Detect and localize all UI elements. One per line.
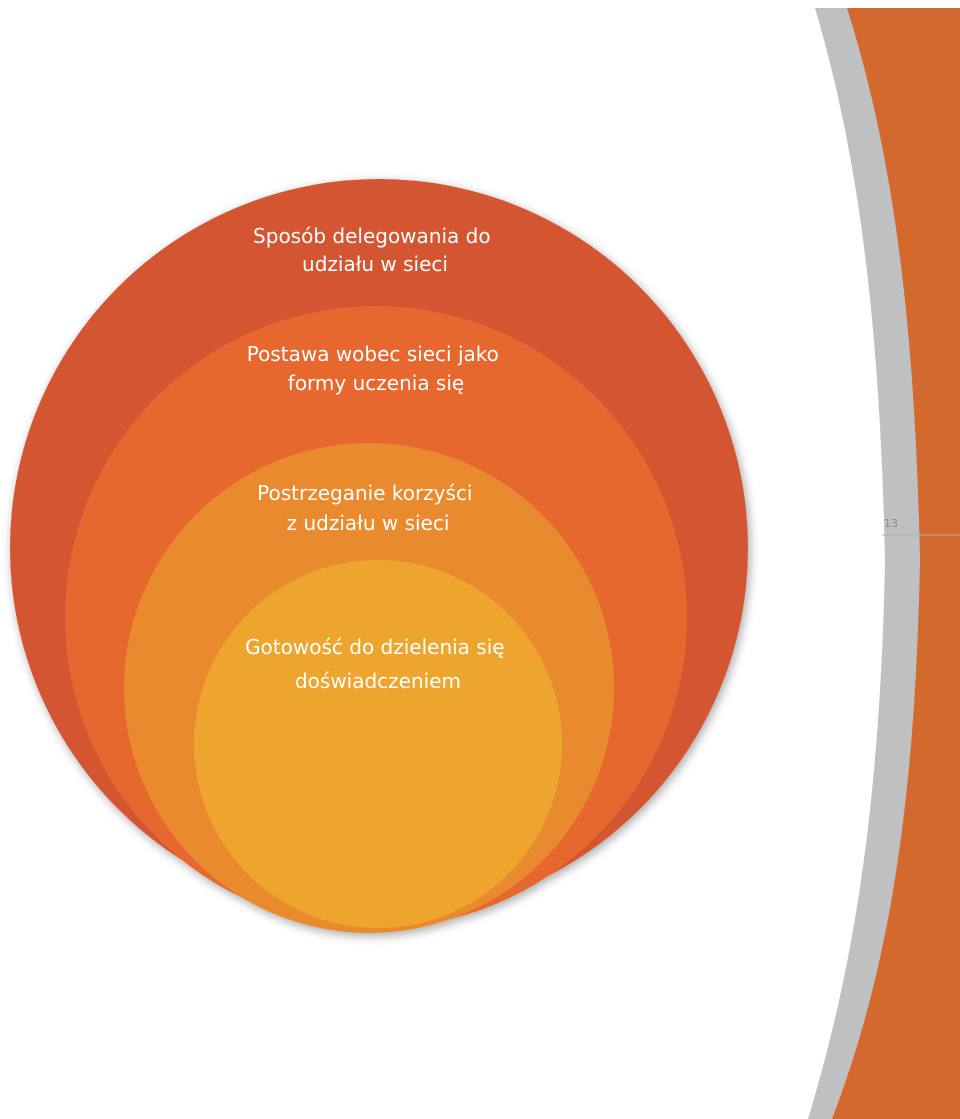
decorative-orange-band (832, 8, 960, 1119)
circle-level-2-label-line-2: formy uczenia się (288, 371, 464, 395)
circle-level-3-label-line-1: Postrzeganie korzyści (257, 481, 472, 505)
circle-level-2-label-line-1: Postawa wobec sieci jako (247, 342, 499, 366)
circle-level-1-label: Sposób delegowania do udziału w sieci (253, 224, 497, 276)
page-number: 13 (884, 517, 898, 530)
circle-level-4-label-line-1: Gotowość do dzielenia się (245, 635, 505, 659)
circle-level-4 (194, 560, 562, 928)
circle-level-1-label-line-2: udziału w sieci (302, 252, 448, 276)
circle-level-1-label-line-1: Sposób delegowania do (253, 224, 491, 248)
circle-level-4-label: Gotowość do dzielenia się doświadczeniem (245, 635, 511, 693)
circle-level-4-label-line-2: doświadczeniem (295, 669, 461, 693)
circle-level-3-label: Postrzeganie korzyści z udziału w sieci (257, 481, 479, 535)
circle-level-2-label: Postawa wobec sieci jako formy uczenia s… (247, 342, 506, 395)
circle-level-3-label-line-2: z udziału w sieci (287, 511, 450, 535)
